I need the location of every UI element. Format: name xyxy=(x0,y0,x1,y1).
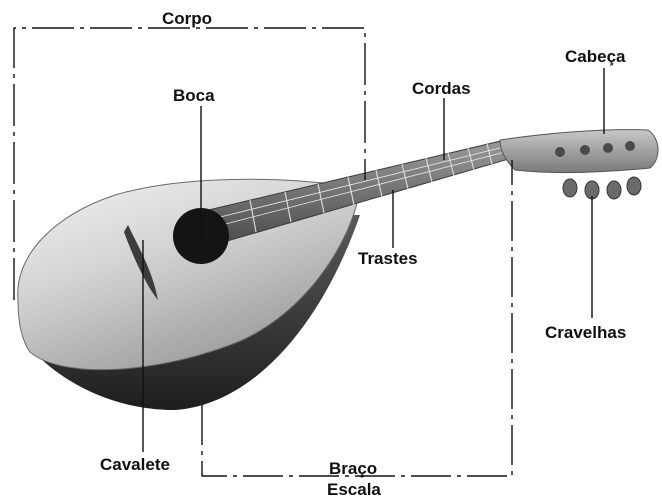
label-braco: Braço xyxy=(329,459,377,478)
label-cordas: Cordas xyxy=(412,79,471,98)
head xyxy=(500,130,658,173)
label-trastes: Trastes xyxy=(358,249,418,268)
label-corpo: Corpo xyxy=(162,9,212,28)
tuning-pegs xyxy=(563,177,641,199)
label-cabeca: Cabeça xyxy=(565,47,626,66)
label-cravelhas: Cravelhas xyxy=(545,323,626,342)
label-escala: Escala xyxy=(327,480,381,499)
label-boca: Boca xyxy=(173,86,215,105)
label-cavalete: Cavalete xyxy=(100,455,170,474)
